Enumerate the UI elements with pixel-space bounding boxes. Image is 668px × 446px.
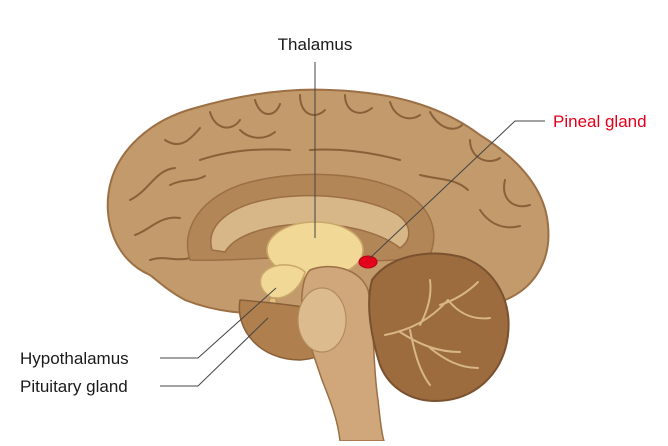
corpus-callosum	[210, 194, 410, 253]
pineal-gland-shape	[358, 255, 378, 269]
pituitary-gland-label: Pituitary gland	[20, 377, 128, 396]
pituitary-leader	[160, 317, 269, 387]
pineal-gland-label: Pineal gland	[553, 112, 647, 131]
pons	[297, 287, 347, 353]
hypothalamus-shape	[259, 264, 306, 299]
hypothalamus-label: Hypothalamus	[20, 349, 129, 368]
arbor-vitae	[384, 279, 491, 386]
cortex-sulci	[129, 94, 531, 261]
pineal-leader	[369, 120, 545, 259]
thalamus-label: Thalamus	[278, 35, 353, 54]
cerebellum	[368, 252, 510, 402]
hypothalamus-leader	[160, 287, 277, 359]
